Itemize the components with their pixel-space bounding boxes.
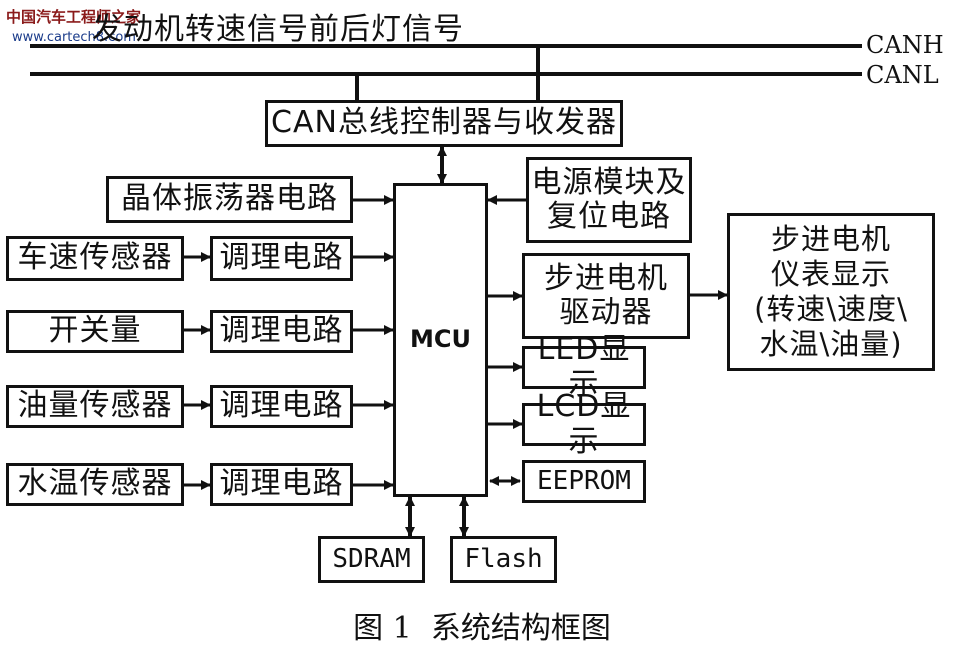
stepper-driver-label-2: 驱动器: [559, 295, 653, 330]
power-box: 电源模块及 复位电路: [526, 157, 692, 243]
conditioner-box-fuel: 调理电路: [210, 385, 353, 428]
conditioner-label: 调理电路: [219, 313, 344, 349]
watermark-url: www.cartech8.com: [12, 30, 136, 45]
power-label-1: 电源模块及: [531, 164, 687, 200]
flash-box: Flash: [450, 536, 557, 583]
sensor-label: 油量传感器: [17, 388, 173, 424]
conditioner-label: 调理电路: [219, 240, 344, 276]
led-box: LED显示: [522, 332, 646, 401]
power-label-2: 复位电路: [547, 199, 671, 234]
top-signal-label: 发动机转速信号前后灯信号: [92, 12, 464, 47]
eeprom-box: EEPROM: [522, 460, 646, 503]
sensor-label: 水温传感器: [17, 466, 173, 502]
sensor-box-water: 水温传感器: [6, 463, 184, 506]
sensor-box-switch: 开关量: [6, 310, 184, 353]
conditioner-box-speed: 调理电路: [210, 236, 353, 281]
sensor-label: 车速传感器: [17, 240, 173, 276]
stepper-driver-box: 步进电机 驱动器: [522, 253, 690, 339]
watermark-site: 中国汽车工程师之家: [6, 8, 142, 26]
sensor-label: 开关量: [48, 313, 142, 349]
figure-caption: 图 1 系统结构框图: [353, 611, 611, 646]
conditioner-box-water: 调理电路: [210, 463, 353, 506]
can-controller-box: CAN总线控制器与收发器: [265, 100, 623, 147]
mcu-label: MCU: [410, 325, 471, 354]
gauge-label-1: 步进电机: [770, 222, 891, 257]
sensor-box-speed: 车速传感器: [6, 236, 184, 281]
canh-label: CANH: [866, 31, 944, 59]
gauge-label-3: (转速\速度\: [754, 292, 908, 326]
led-label: LED显示: [537, 332, 631, 402]
gauge-label-2: 仪表显示: [770, 257, 891, 292]
canl-label: CANL: [866, 61, 939, 89]
eeprom-label: EEPROM: [537, 465, 631, 496]
sdram-box: SDRAM: [318, 536, 425, 583]
conditioner-box-switch: 调理电路: [210, 310, 353, 353]
lcd-box: LCD显示: [522, 389, 646, 458]
mcu-box: MCU: [393, 183, 488, 497]
stepper-driver-label-1: 步进电机: [544, 260, 668, 296]
can-controller-label: CAN总线控制器与收发器: [271, 105, 617, 141]
flash-label: Flash: [464, 543, 543, 574]
conditioner-label: 调理电路: [219, 388, 344, 424]
lcd-label: LCD显示: [536, 389, 632, 459]
sensor-box-fuel: 油量传感器: [6, 385, 184, 428]
sdram-label: SDRAM: [332, 543, 411, 574]
conditioner-label: 调理电路: [219, 466, 344, 502]
crystal-box: 晶体振荡器电路: [106, 176, 353, 223]
stepper-gauge-box: 步进电机 仪表显示 (转速\速度\ 水温\油量): [727, 213, 935, 371]
crystal-label: 晶体振荡器电路: [121, 181, 338, 217]
gauge-label-4: 水温\油量): [759, 326, 903, 361]
